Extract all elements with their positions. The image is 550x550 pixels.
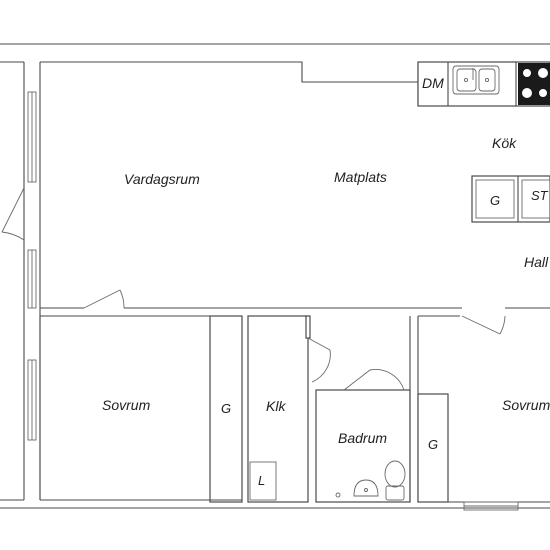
balcony-door — [1, 187, 25, 241]
badrum-walls — [315, 369, 411, 503]
label-dishwasher: DM — [422, 75, 444, 91]
linen-cabinet — [249, 461, 277, 501]
label-stove: ST — [531, 188, 549, 203]
label-wardrobe-kitchen: G — [490, 193, 500, 208]
door-badrum — [343, 369, 405, 391]
outer-walls — [0, 43, 550, 509]
kitchen-counter — [417, 61, 550, 107]
room-label-hall: Hall — [524, 254, 549, 270]
label-linen: L — [258, 473, 265, 488]
klk-walls — [247, 315, 331, 503]
label-wardrobe-left: G — [221, 401, 231, 416]
door-sovrum-left — [83, 289, 125, 309]
sovrum-left-walls — [39, 315, 243, 503]
room-label-kok: Kök — [492, 135, 517, 151]
door-sovrum-right — [461, 315, 506, 335]
room-label-sovrum-right: Sovrum — [502, 397, 550, 413]
room-label-badrum: Badrum — [338, 430, 387, 446]
label-wardrobe-right: G — [428, 437, 438, 452]
middle-wall — [40, 289, 550, 335]
room-label-klk: Klk — [266, 398, 286, 414]
door-klk — [307, 337, 331, 383]
kitchen-cabinets — [471, 175, 550, 223]
bath-sink — [353, 479, 379, 497]
sink — [452, 65, 500, 95]
room-label-sovrum-left: Sovrum — [102, 397, 151, 413]
toilet — [385, 485, 405, 501]
room-label-matplats: Matplats — [334, 169, 387, 185]
room-label-vardagsrum: Vardagsrum — [124, 171, 200, 187]
sovrum-right-walls — [409, 316, 550, 511]
